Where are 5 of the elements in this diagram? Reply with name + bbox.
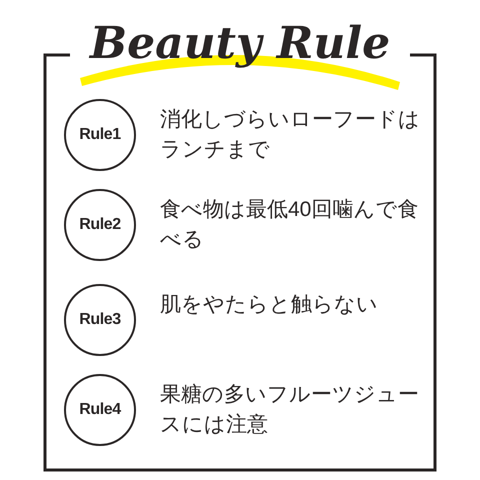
rule-description: 果糖の多いフルーツジュースには注意 bbox=[160, 382, 420, 438]
title: Beauty Rule bbox=[88, 18, 392, 70]
rule-description: 肌をやたらと触らない bbox=[160, 292, 379, 318]
rule-description: 消化しづらいローフードはランチまで bbox=[160, 107, 420, 163]
rule-description: 食べ物は最低40回噛んで食べる bbox=[160, 197, 420, 253]
